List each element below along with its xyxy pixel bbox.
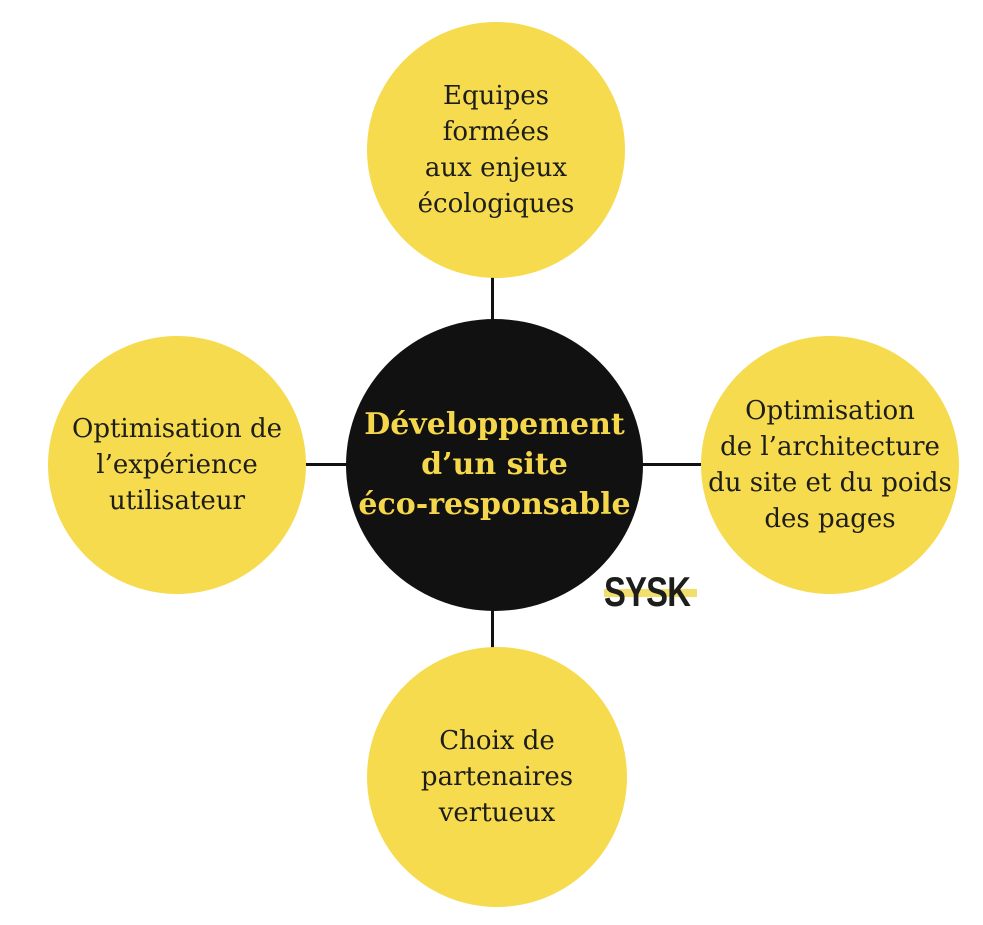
node-ux-optimization-label: Optimisation de l’expérience utilisateur	[72, 414, 282, 516]
sysk-logo-stripe	[604, 589, 697, 597]
node-architecture-optimization: Optimisation de l’architecture du site e…	[701, 336, 959, 594]
connector-bottom	[491, 607, 494, 649]
node-virtuous-partners: Choix de partenaires vertueux	[367, 647, 627, 907]
connector-right	[640, 463, 704, 466]
connector-top	[491, 276, 494, 322]
sysk-logo-text: SYSK	[604, 568, 691, 615]
node-teams-trained-label: Equipes formées aux enjeux écologiques	[417, 81, 575, 219]
connector-left	[300, 463, 350, 466]
sysk-logo: SYSK	[604, 571, 724, 617]
node-center-development-label: Développement d’un site éco-responsable	[358, 407, 631, 522]
node-teams-trained: Equipes formées aux enjeux écologiques	[367, 22, 625, 278]
node-ux-optimization: Optimisation de l’expérience utilisateur	[48, 336, 306, 594]
node-architecture-optimization-label: Optimisation de l’architecture du site e…	[708, 396, 952, 534]
node-center-development: Développement d’un site éco-responsable	[346, 319, 643, 611]
node-virtuous-partners-label: Choix de partenaires vertueux	[420, 726, 574, 828]
